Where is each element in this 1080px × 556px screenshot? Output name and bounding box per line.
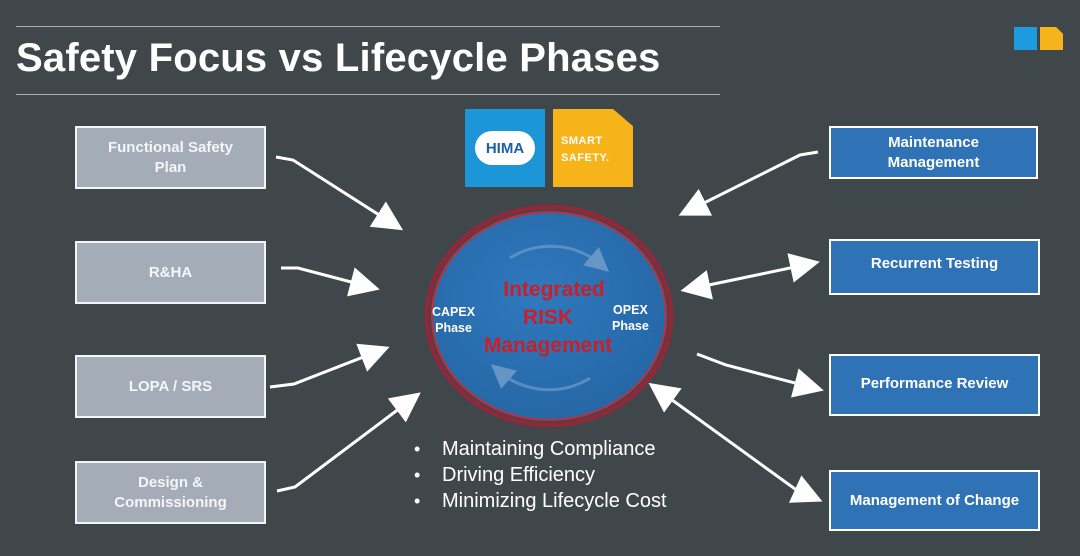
box-label-line2: Management bbox=[887, 153, 980, 171]
box-management-of-change: Management of Change bbox=[829, 470, 1040, 531]
title-bottom-rule bbox=[16, 94, 720, 95]
title-top-rule bbox=[16, 26, 720, 27]
capex-phase-label: CAPEX Phase bbox=[432, 304, 475, 336]
integrated-risk-management-label: Integrated RISK Management bbox=[448, 276, 648, 360]
box-label-line1: Maintenance bbox=[888, 133, 979, 151]
arrow-management-of-change bbox=[648, 382, 823, 503]
arrow-lopa-srs bbox=[269, 343, 390, 389]
box-recurrent-testing: Recurrent Testing bbox=[829, 239, 1040, 295]
opex-phase-label: OPEX Phase bbox=[612, 302, 649, 334]
center-line1: Integrated bbox=[503, 278, 605, 301]
box-label: Recurrent Testing bbox=[870, 255, 999, 272]
list-item: Minimizing Lifecycle Cost bbox=[412, 488, 667, 514]
cycle-arrow-bottom-icon bbox=[490, 364, 591, 392]
list-item: Driving Efficiency bbox=[412, 462, 667, 488]
box-label-line1: Design & bbox=[137, 473, 203, 491]
circle-outer-ring bbox=[424, 204, 674, 428]
center-line2: RISK bbox=[522, 306, 574, 329]
cycle-arrow-top-icon bbox=[509, 244, 610, 272]
box-label-line2: Plan bbox=[154, 158, 187, 176]
arrow-functional-safety-plan bbox=[275, 155, 404, 231]
box-label: R&HA bbox=[148, 263, 193, 281]
box-performance-review: Performance Review bbox=[829, 354, 1040, 416]
smart-safety-line1: SMART bbox=[561, 135, 603, 147]
hima-logo-text: HIMA bbox=[475, 131, 535, 165]
brand-square-blue-icon bbox=[1014, 27, 1037, 50]
box-label-line1: Functional Safety bbox=[107, 138, 234, 156]
arrow-design-commissioning bbox=[276, 392, 421, 493]
arrow-maintenance-management bbox=[678, 150, 819, 216]
brand-square-yellow-icon bbox=[1040, 27, 1063, 50]
list-item: Maintaining Compliance bbox=[412, 436, 667, 462]
hima-logo: HIMA bbox=[465, 109, 545, 187]
opex-line1: OPEX bbox=[613, 303, 648, 317]
smart-safety-line2: SAFETY. bbox=[561, 152, 610, 164]
box-lopa-srs: LOPA / SRS bbox=[75, 355, 266, 418]
box-label-line2: Commissioning bbox=[114, 493, 227, 511]
box-label: LOPA / SRS bbox=[128, 377, 213, 395]
arrow-performance-review bbox=[696, 352, 824, 398]
box-label: Performance Review bbox=[860, 375, 1009, 392]
box-rha: R&HA bbox=[75, 241, 266, 304]
benefits-list: Maintaining Compliance Driving Efficienc… bbox=[412, 436, 667, 514]
smart-safety-logo: SMART SAFETY. bbox=[553, 109, 633, 187]
arrow-recurrent-testing bbox=[680, 253, 820, 300]
page-title: Safety Focus vs Lifecycle Phases bbox=[16, 36, 661, 80]
center-line3: Management bbox=[483, 334, 613, 357]
capex-line1: CAPEX bbox=[432, 305, 476, 319]
opex-line2: Phase bbox=[612, 319, 649, 333]
box-label: Management of Change bbox=[849, 491, 1020, 509]
capex-line2: Phase bbox=[435, 321, 472, 335]
arrow-rha bbox=[281, 266, 380, 297]
box-design-commissioning: Design & Commissioning bbox=[75, 461, 266, 524]
